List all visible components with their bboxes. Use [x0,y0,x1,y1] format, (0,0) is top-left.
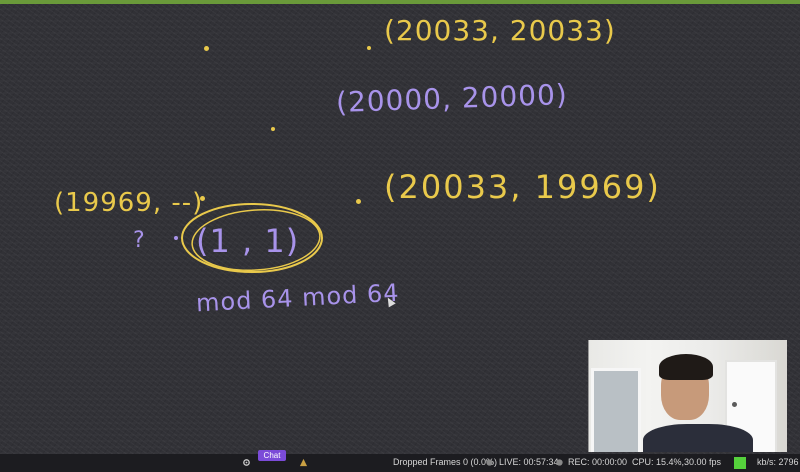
gear-icon[interactable] [242,458,251,467]
coord-label-right: (20033, 19969) [384,168,661,206]
circled-coord-label: (1 , 1) [196,222,300,260]
highlight-circle [181,203,323,273]
dropped-frames: Dropped Frames 0 (0.0%) [393,457,498,467]
point-dot [367,46,371,50]
app-icon[interactable] [299,458,308,467]
point-dot [174,236,178,240]
point-dot [271,127,275,131]
chat-tab[interactable]: Chat [258,450,286,461]
connection-status-icon [734,457,746,469]
rec-indicator-icon [556,459,563,466]
point-dot [356,199,361,204]
live-timer: LIVE: 00:57:34 [499,457,559,467]
door-knob [732,402,737,407]
streaming-status-bar: Dropped Frames 0 (0.0%) LIVE: 00:57:34 R… [0,454,800,472]
person-shirt [643,424,753,452]
live-indicator-icon [486,459,493,466]
rec-timer: REC: 00:00:00 [568,457,628,467]
bitrate: kb/s: 2796 [757,457,799,467]
window-top-edge [0,0,800,4]
point-dot [200,196,205,201]
person-hair [659,354,713,380]
point-dot [204,46,209,51]
coord-label-top-right: (20033, 20033) [384,14,616,47]
question-mark: ? [133,228,146,253]
coord-label-left: (19969, --) [54,188,204,218]
webcam-overlay [588,340,787,452]
background-window [591,368,641,452]
cpu-usage: CPU: 15.4%,30.00 fps [632,457,722,467]
